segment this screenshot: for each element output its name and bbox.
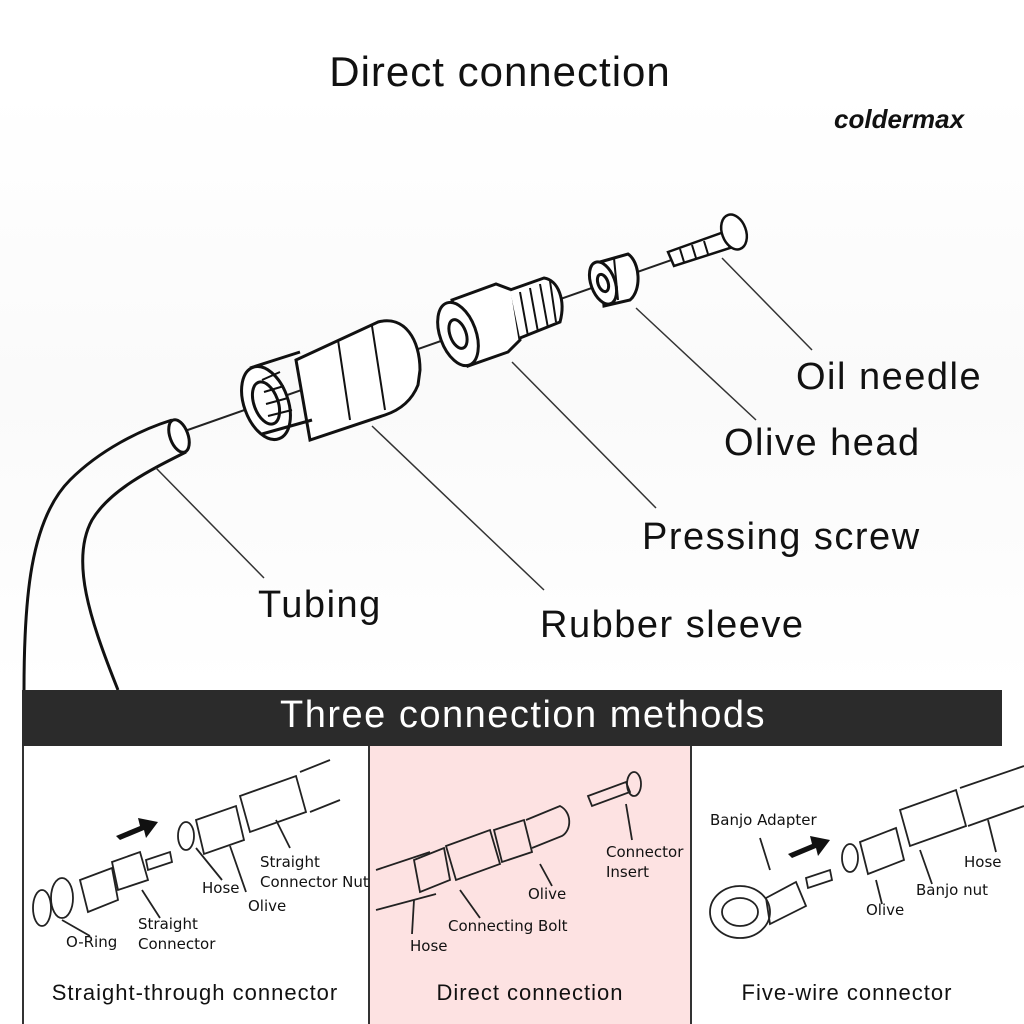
caption-straight-through: Straight-through connector <box>51 980 339 1005</box>
methods-banner <box>22 690 1002 746</box>
label-rubber-sleeve: Rubber sleeve <box>540 604 805 646</box>
label-pressing-screw: Pressing screw <box>642 516 921 558</box>
caption-direct-connection: Direct connection <box>436 980 624 1005</box>
label-olive-3: Olive <box>866 901 905 919</box>
label-olive-2: Olive <box>528 885 567 903</box>
arrow-right-icon <box>788 836 830 858</box>
page-title: Direct connection <box>329 48 671 95</box>
label-straight-connector-1: Straight <box>138 915 198 933</box>
tubing-shape <box>22 418 191 691</box>
label-o-ring: O-Ring <box>66 933 118 951</box>
oil-needle-shape <box>666 213 749 268</box>
leader-lines <box>155 257 813 591</box>
label-olive-head: Olive head <box>724 422 921 464</box>
label-hose-1: Hose <box>202 879 240 897</box>
panel-straight-through <box>22 746 368 1024</box>
label-banjo-adapter: Banjo Adapter <box>710 811 817 829</box>
brand-logo: coldermax <box>834 104 965 134</box>
olive-head-shape <box>587 252 640 308</box>
methods-banner-title: Three connection methods <box>280 694 766 736</box>
caption-five-wire: Five-wire connector <box>741 980 953 1005</box>
label-straight-connector-2: Connector <box>138 935 216 953</box>
pressing-screw-shape <box>436 276 564 368</box>
arrow-right-icon <box>116 818 158 840</box>
label-straight-connector-nut-2: Connector Nut <box>260 873 369 891</box>
label-olive-1: Olive <box>248 897 287 915</box>
label-connector-insert-1: Connector <box>606 843 684 861</box>
label-straight-connector-nut-1: Straight <box>260 853 320 871</box>
label-connector-insert-2: Insert <box>606 863 650 881</box>
label-hose-2: Hose <box>410 937 448 955</box>
label-hose-3: Hose <box>964 853 1002 871</box>
rubber-sleeve-shape <box>240 319 422 442</box>
label-banjo-nut: Banjo nut <box>916 881 988 899</box>
label-oil-needle: Oil needle <box>796 356 983 398</box>
label-tubing: Tubing <box>258 584 382 626</box>
label-connecting-bolt: Connecting Bolt <box>448 917 568 935</box>
